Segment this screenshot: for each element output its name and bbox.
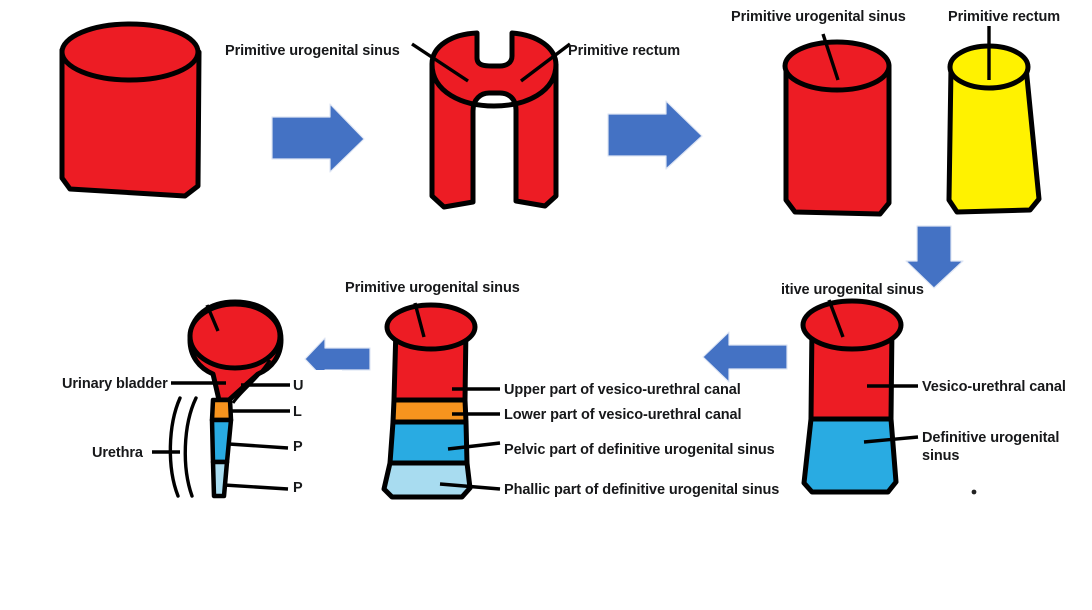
stage-5-four-part-cylinder [381,302,501,500]
label-truncation-mask [302,370,342,505]
arrow-left-icon-1 [702,331,788,383]
label-primitive-urogenital-sinus-stage5: Primitive urogenital sinus [345,280,520,296]
label-vesico-urethral-canal: Vesico-urethral canal [922,379,1066,395]
arrow-right-icon-1 [271,103,365,173]
label-lower-part-vesico-urethral-canal: Lower part of vesico-urethral canal [504,407,742,423]
label-primitive-urogenital-sinus-stage4-truncated: itive urogenital sinus [781,282,924,298]
stage-6-bladder-and-urethra [171,299,290,499]
stage-4-two-part-cylinder [800,298,919,495]
label-primitive-rectum-stage2: Primitive rectum [568,43,681,59]
label-pelvic-part-definitive-urogenital-sinus: Pelvic part of definitive urogenital sin… [504,442,775,458]
label-primitive-urogenital-sinus-stage3: Primitive urogenital sinus [731,9,906,25]
label-upper-part-vesico-urethral-canal: Upper part of vesico-urethral canal [504,382,741,398]
arrow-down-icon [905,225,964,289]
label-primitive-urogenital-sinus-stage2: Primitive urogenital sinus [225,43,400,59]
arrow-right-icon-2 [607,100,703,170]
stage-1-primitive-cloaca [59,21,202,199]
label-definitive-urogenital-sinus: Definitive urogenital sinus [922,430,1060,465]
label-pelvic-part-truncated: P [293,439,303,455]
label-phallic-part-truncated: P [293,480,303,496]
label-urinary-bladder: Urinary bladder [62,376,168,392]
arrow-left-icon-2 [304,337,371,381]
label-primitive-rectum-stage3: Primitive rectum [948,9,1061,25]
stage-3-sinus-cylinder [782,33,892,217]
label-upper-part-truncated: U [293,378,304,394]
curly-brace-icon [152,396,198,498]
label-lower-part-truncated: L [293,404,302,420]
label-phallic-part-definitive-urogenital-sinus: Phallic part of definitive urogenital si… [504,482,780,498]
label-urethra: Urethra [92,445,143,461]
stage-3-rectum-cylinder [946,26,1042,215]
stray-dot [971,489,977,495]
stage-2-split-cloaca [411,30,572,210]
